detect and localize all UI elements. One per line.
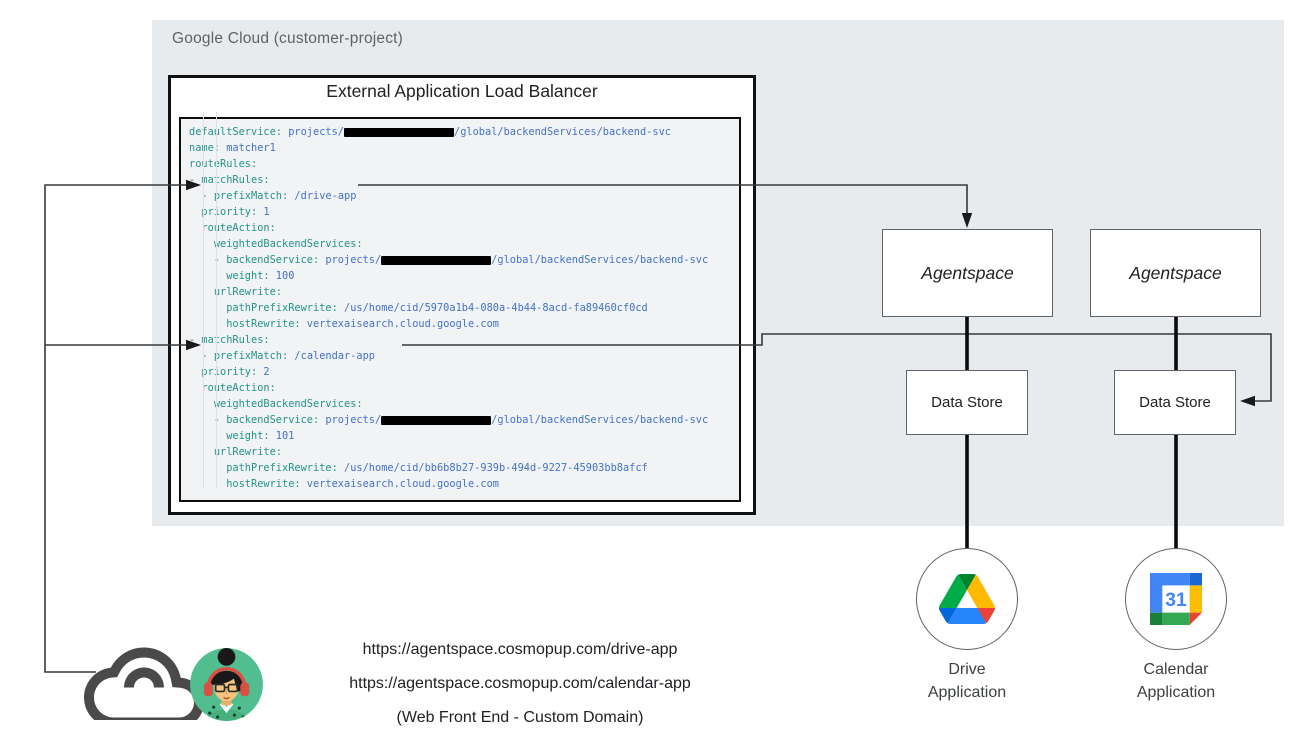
code-line: name: matcher1: [189, 142, 276, 155]
code-line: hostRewrite: vertexaisearch.cloud.google…: [226, 318, 499, 331]
code-line: urlRewrite:: [213, 446, 283, 459]
code-line: pathPrefixRewrite: /us/home/cid/5970a1b4…: [226, 302, 648, 315]
drive-app-label: Drive Application: [927, 661, 1007, 701]
code-line: - matchRules:: [189, 174, 270, 187]
redaction-bar: [381, 255, 492, 265]
code-line: - backendService: projects//global/backe…: [189, 414, 709, 427]
code-line: urlRewrite:: [213, 286, 283, 299]
drive-app-circle: [916, 548, 1018, 650]
calendar-app-label: Calendar Application: [1136, 661, 1216, 701]
google-calendar-icon: 31: [1150, 573, 1202, 625]
redaction-bar: [344, 127, 454, 137]
code-line: weightedBackendServices:: [213, 238, 363, 251]
indent-guide: [203, 112, 204, 488]
calendar-app-circle: 31: [1125, 548, 1227, 650]
google-cloud-panel-label: Google Cloud (customer-project): [172, 30, 404, 47]
agentspace-label: Agentspace: [1129, 262, 1222, 283]
data-store-box-1: Data Store: [906, 370, 1028, 435]
user-avatar: [190, 648, 263, 721]
agentspace-box-1: Agentspace: [882, 229, 1053, 317]
code-line: routeRules:: [189, 158, 258, 171]
code-line: weightedBackendServices:: [213, 398, 363, 411]
code-line: weight: 101: [226, 430, 295, 443]
data-store-box-2: Data Store: [1114, 370, 1236, 435]
code-line: - backendService: projects//global/backe…: [189, 254, 709, 267]
agentspace-label: Agentspace: [921, 262, 1014, 283]
load-balancer-title: External Application Load Balancer: [326, 81, 598, 101]
data-store-label: Data Store: [1139, 394, 1211, 411]
route-config-code: defaultService: projects//global/backend…: [179, 117, 741, 503]
code-line: priority: 1: [201, 206, 270, 219]
agentspace-box-2: Agentspace: [1090, 229, 1261, 317]
google-drive-icon: [939, 574, 995, 624]
frontend-url-drive: https://agentspace.cosmopup.com/drive-ap…: [362, 641, 678, 658]
code-line: weight: 100: [226, 270, 295, 283]
frontend-url-calendar: https://agentspace.cosmopup.com/calendar…: [349, 675, 691, 692]
frontend-caption: (Web Front End - Custom Domain): [396, 709, 644, 726]
internet-cloud-icon: [84, 647, 205, 720]
code-line: priority: 2: [201, 366, 270, 379]
code-line: - matchRules:: [189, 334, 270, 347]
code-line: - prefixMatch: /drive-app: [189, 190, 357, 203]
calendar-day-number: 31: [1165, 590, 1187, 611]
indent-guide: [216, 112, 217, 488]
code-line: defaultService: projects//global/backend…: [189, 126, 671, 139]
frontend-urls: https://agentspace.cosmopup.com/drive-ap…: [340, 633, 700, 735]
data-store-label: Data Store: [931, 394, 1003, 411]
code-line: pathPrefixRewrite: /us/home/cid/bb6b8b27…: [226, 462, 648, 475]
code-line: hostRewrite: vertexaisearch.cloud.google…: [226, 478, 499, 491]
code-line: routeAction:: [201, 222, 276, 235]
code-line: routeAction:: [201, 382, 276, 395]
code-line: - prefixMatch: /calendar-app: [189, 350, 376, 363]
redaction-bar: [381, 415, 492, 425]
